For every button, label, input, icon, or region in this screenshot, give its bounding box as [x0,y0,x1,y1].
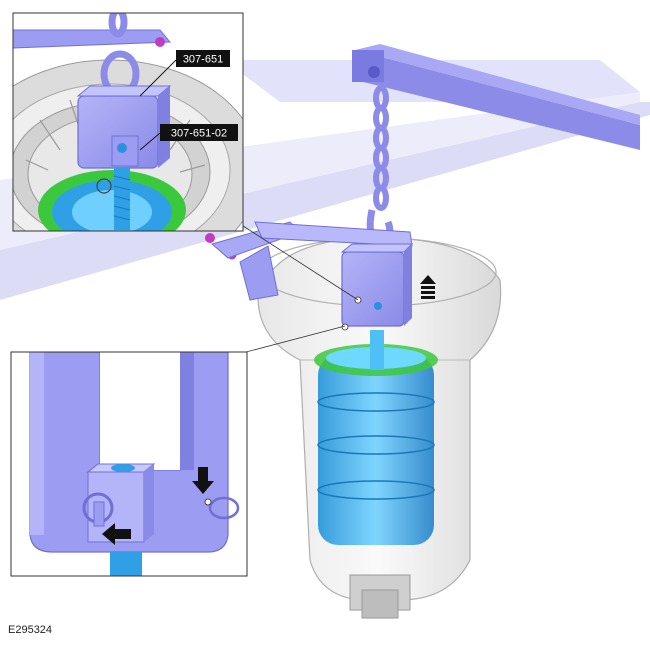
lifting-bracket [210,221,413,301]
figure-id: E295324 [8,624,53,636]
lifting-beam [352,44,640,150]
label-307-651: 307-651 [176,50,230,67]
lifting-chain [366,85,394,249]
callout-lines [239,223,359,353]
label-307-651-02: 307-651-02 [160,124,238,141]
label-307-651-text: 307-651 [183,54,223,66]
down-arrow-icon [192,467,214,494]
label-307-651-02-text: 307-651-02 [171,128,227,140]
detail-inset-bottom [10,351,248,577]
remover-tool-307-651 [340,243,414,331]
clutch-pack [314,330,438,545]
up-arrow-icon [420,275,436,299]
detail-inset-top: 307-651 307-651-02 [12,12,244,232]
left-arrow-icon [102,523,131,545]
